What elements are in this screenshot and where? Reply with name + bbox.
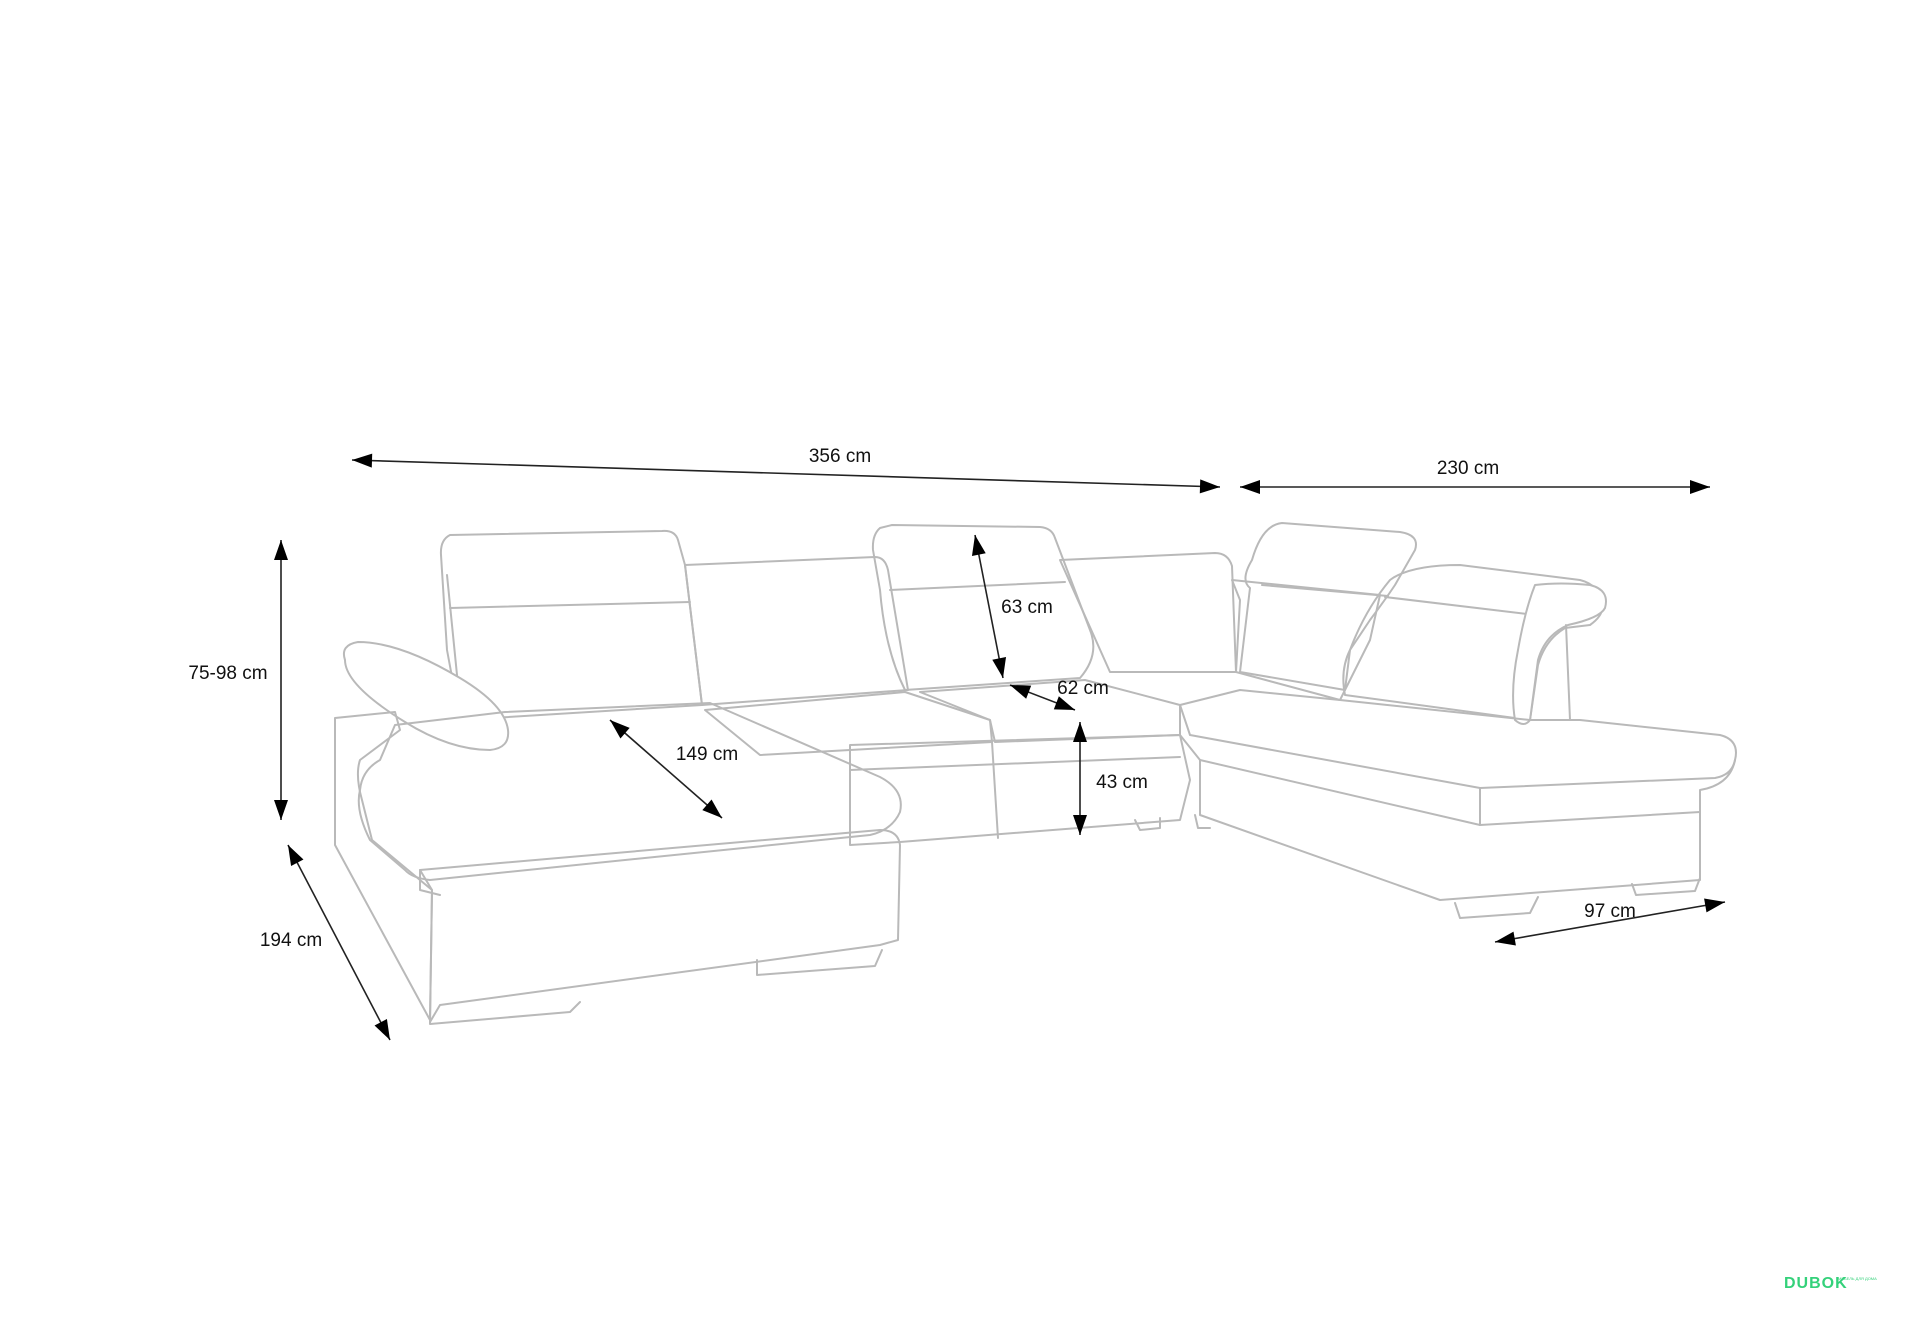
right-seat-edge: [1199, 759, 1481, 826]
dubok-logo: DUBOK МЕБЕЛЬ ДЛЯ ДОМА: [1784, 1275, 1877, 1292]
right-back-left: [1231, 579, 1381, 701]
back-cushion-1: [684, 556, 909, 706]
arrowhead-right-depth-start: [1495, 931, 1516, 946]
arrowhead-back-height-start: [971, 535, 986, 556]
dimension-labels: 356 cm 230 cm 75-98 cm 194 cm 149 cm 63 …: [188, 446, 1635, 951]
arrowhead-seat-height-end: [1073, 815, 1087, 835]
left-chaise-edge: [419, 869, 441, 896]
dim-line-right-depth: [1494, 901, 1726, 943]
arrowhead-seat-depth-end: [1053, 696, 1075, 710]
seat-cushion-middle: [704, 691, 993, 756]
dim-line-depth: [287, 844, 391, 1041]
arrowhead-depth-end: [374, 1019, 390, 1040]
arrowhead-total-width-start: [352, 453, 373, 468]
dimension-lines: [280, 459, 1726, 1041]
arrowhead-chaise-start: [610, 720, 630, 739]
arrowhead-chaise-end: [702, 799, 722, 818]
right-seat-edge-2: [1479, 811, 1701, 826]
left-chaise-front: [419, 829, 901, 1023]
right-headrest-seam: [1261, 584, 1389, 597]
seat-cushion-right-middle: [919, 679, 1181, 743]
dim-line-back-height: [974, 534, 1004, 679]
right-armrest-side: [1565, 624, 1579, 721]
right-foot-1: [1454, 896, 1539, 919]
arrowhead-seat-depth-start: [1010, 685, 1032, 699]
left-chaise-side: [334, 711, 433, 1023]
right-foot-3: [1194, 814, 1211, 829]
dimension-arrowheads: [274, 453, 1725, 1040]
left-headrest-seam: [449, 601, 691, 609]
middle-foot: [1134, 817, 1161, 831]
right-seat: [1179, 689, 1737, 789]
left-armrest: [342, 641, 510, 751]
left-foot-1: [429, 1001, 581, 1025]
left-headrest-side: [446, 574, 459, 686]
logo-text: DUBOK: [1784, 1275, 1848, 1292]
right-armrest: [1512, 582, 1607, 725]
middle-headrest: [871, 524, 1095, 691]
arrowhead-total-width-end: [1199, 479, 1220, 494]
label-height: 75-98 cm: [188, 663, 267, 684]
arrowhead-right-depth-end: [1704, 898, 1725, 913]
arrowhead-back-height-end: [992, 657, 1007, 678]
label-depth: 194 cm: [260, 930, 322, 951]
back-cushion-3: [1059, 552, 1237, 673]
arrowhead-seat-height-start: [1073, 722, 1087, 742]
left-chaise-seat: [357, 702, 902, 881]
dim-line-chaise: [609, 719, 723, 819]
middle-seam: [991, 741, 999, 839]
label-seat-height: 43 cm: [1096, 772, 1148, 793]
left-headrest: [439, 529, 703, 721]
label-total-width: 356 cm: [809, 446, 871, 467]
dim-line-total-width: [351, 459, 1221, 488]
left-foot-2: [756, 949, 883, 976]
arrowhead-right-width-start: [1240, 480, 1260, 494]
label-right-width: 230 cm: [1437, 458, 1499, 479]
arrowhead-height-end: [274, 800, 288, 820]
label-back-height: 63 cm: [1001, 597, 1053, 618]
arrowhead-depth-start: [288, 845, 304, 866]
middle-seat-edge: [849, 756, 1181, 771]
middle-headrest-seam: [889, 581, 1066, 591]
arrowhead-right-width-end: [1690, 480, 1710, 494]
label-right-depth: 97 cm: [1584, 901, 1636, 922]
right-seat-front: [1179, 734, 1736, 901]
right-backrest: [1342, 564, 1604, 721]
right-foot-2: [1631, 877, 1701, 896]
logo-tagline: МЕБЕЛЬ ДЛЯ ДОМА: [1838, 1276, 1877, 1281]
right-headrest: [1239, 522, 1417, 691]
label-chaise-length: 149 cm: [676, 744, 738, 765]
label-seat-depth: 62 cm: [1057, 678, 1109, 699]
sofa-outline: [334, 522, 1737, 1025]
arrowhead-height-start: [274, 540, 288, 560]
